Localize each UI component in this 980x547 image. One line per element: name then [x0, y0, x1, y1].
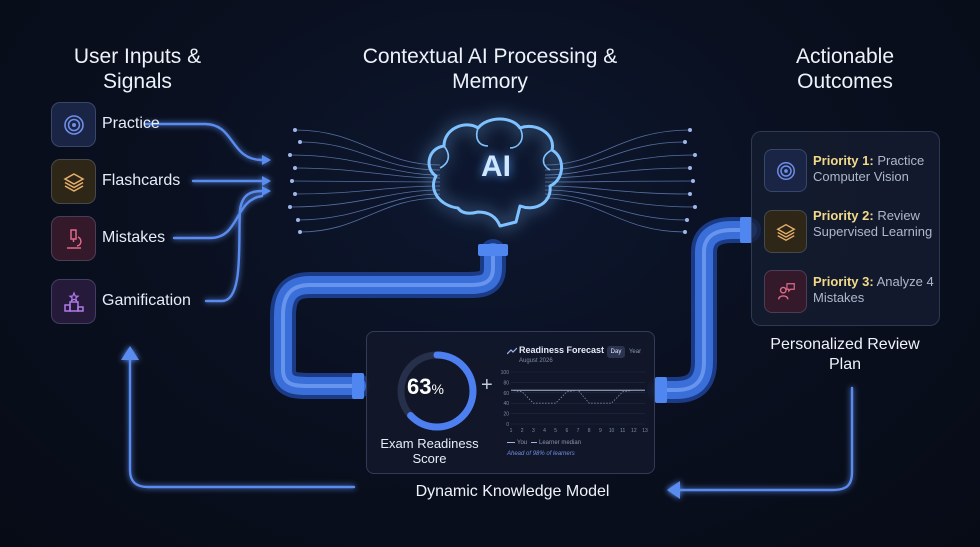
x-tick-label: 11 — [620, 428, 625, 434]
arrow-heads — [262, 155, 271, 196]
score-unit: % — [431, 381, 444, 397]
x-tick-label: 1 — [510, 428, 513, 434]
y-tick-label: 100 — [501, 370, 510, 376]
mistakes-tile[interactable] — [51, 216, 96, 261]
legend-you-swatch — [507, 442, 515, 443]
outcome-2-tile[interactable] — [764, 210, 807, 253]
brain-icon — [427, 117, 563, 228]
outcomes-title: Actionable Outcomes — [795, 45, 895, 93]
neural-lines-right — [544, 129, 696, 233]
pipe-coupling-left — [352, 373, 364, 399]
outcome-3-tile[interactable] — [764, 270, 807, 313]
stack-icon — [775, 223, 796, 241]
x-tick-label: 4 — [543, 428, 546, 434]
outcome-1-action: Practice Computer Vision — [813, 153, 925, 184]
y-tick-label: 60 — [503, 391, 509, 397]
x-tick-label: 13 — [642, 428, 648, 434]
outcome-1-priority: Priority 1: — [813, 153, 874, 168]
x-tick-label: 6 — [565, 428, 568, 434]
input-label-practice: Practice — [102, 115, 160, 132]
y-tick-label: 80 — [503, 380, 509, 386]
stack-icon — [62, 172, 85, 192]
neural-nodes-right — [683, 128, 697, 234]
pipe-coupling-right — [655, 377, 667, 403]
knowledge-model-label: Dynamic Knowledge Model — [415, 483, 610, 500]
y-tick-label: 40 — [503, 401, 509, 407]
readiness-score-label: Exam Readiness Score — [380, 436, 479, 466]
flashcards-tile[interactable] — [51, 159, 96, 204]
outcome-1-text: Priority 1: Practice Computer Vision — [813, 153, 935, 185]
legend-median: Learner median — [539, 440, 582, 446]
readiness-gauge-arc — [397, 351, 477, 431]
outcome-2-priority: Priority 2: — [813, 208, 874, 223]
neural-nodes-left — [288, 128, 302, 234]
input-label-gamification: Gamification — [102, 292, 191, 309]
knowledge-dashboard: 63% Exam Readiness Score + Readiness For… — [366, 331, 655, 474]
y-tick-label: 20 — [503, 412, 509, 418]
legend-median-swatch — [531, 442, 537, 444]
pipe-coupling-top — [478, 244, 508, 256]
x-tick-label: 12 — [631, 428, 637, 434]
trend-icon — [507, 347, 517, 355]
gamification-tile[interactable] — [51, 279, 96, 324]
pipe-coupling-panel — [740, 217, 752, 243]
target-icon — [776, 161, 795, 180]
feedback-arrow-heads — [121, 346, 680, 499]
toggle-day[interactable]: Day — [607, 346, 625, 358]
review-person-icon — [777, 282, 795, 299]
practice-tile[interactable] — [51, 102, 96, 147]
plus-sign: + — [481, 374, 493, 396]
x-tick-label: 10 — [609, 428, 615, 434]
readiness-score: 63% — [407, 374, 444, 400]
x-tick-label: 8 — [588, 428, 591, 434]
target-icon — [63, 114, 84, 135]
score-number: 63 — [407, 374, 432, 399]
input-label-flashcards: Flashcards — [102, 172, 181, 189]
outcome-3-text: Priority 3: Analyze 4 Mistakes — [813, 274, 935, 306]
forecast-title: Readiness Forecast — [519, 345, 605, 355]
input-arrows — [144, 122, 264, 303]
podium-icon — [63, 290, 84, 312]
inputs-title: User Inputs & Signals — [73, 45, 202, 93]
outcome-3-priority: Priority 3: — [813, 274, 874, 289]
legend-you: You — [517, 440, 528, 446]
neural-lines-left — [289, 129, 441, 233]
input-label-mistakes: Mistakes — [102, 229, 166, 246]
outcome-2-action: Review Supervised Learning — [813, 208, 933, 239]
y-tick-label: 0 — [506, 422, 509, 428]
readiness-gauge — [397, 351, 477, 431]
x-tick-label: 9 — [599, 428, 602, 434]
ai-label: AI — [481, 150, 511, 183]
x-tick-label: 5 — [554, 428, 557, 434]
series-median-line — [510, 389, 645, 404]
ahead-of-learners: Ahead of 98% of learners — [507, 451, 575, 457]
outcome-1-tile[interactable] — [764, 149, 807, 192]
pipe-left — [270, 239, 506, 399]
x-tick-label: 7 — [577, 428, 580, 434]
outcome-3-action: Analyze 4 Mistakes — [813, 274, 934, 305]
outcome-2-text: Priority 2: Review Supervised Learning — [813, 208, 935, 240]
x-tick-label: 3 — [532, 428, 535, 434]
review-plan-label: Personalized Review Plan — [770, 336, 920, 373]
forecast-subtitle: August 2026 — [519, 358, 553, 364]
outcomes-panel: Priority 1: Practice Computer Vision Pri… — [751, 131, 940, 326]
ai-processing-title: Contextual AI Processing & Memory — [362, 45, 618, 93]
toggle-year[interactable]: Year — [628, 349, 642, 355]
feedback-arrows — [128, 353, 854, 492]
pipe-right — [647, 217, 761, 403]
x-tick-label: 2 — [521, 428, 524, 434]
microscope-icon — [66, 228, 82, 249]
